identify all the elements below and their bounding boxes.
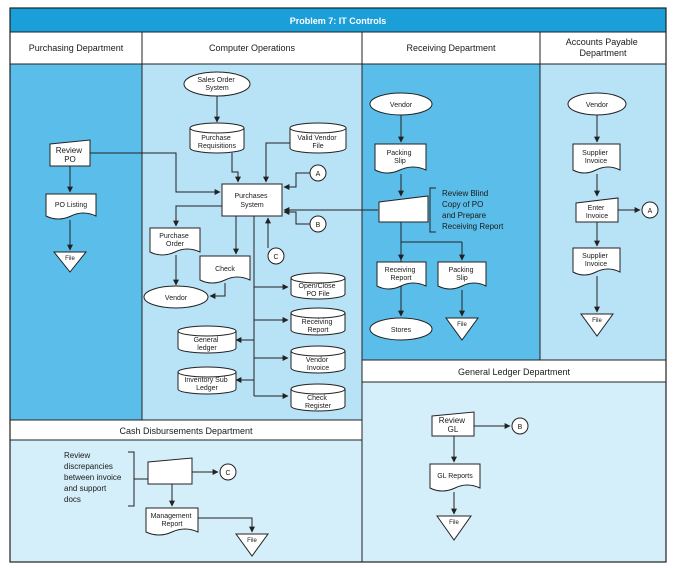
vendor-invoice-file: [290, 345, 346, 374]
dept-purchasing-label: Purchasing Department: [29, 43, 124, 53]
ap-file-label: File: [592, 318, 602, 324]
sales-order-system-label: Sales Order System: [197, 77, 236, 92]
inventory-sub-ledger-file: [177, 366, 237, 395]
outer-frame: [9, 7, 667, 563]
dept-header-row: [9, 31, 667, 65]
purchase-requisitions-file: [189, 122, 245, 154]
review-po-label: Review PO: [56, 146, 84, 164]
dept-gl-label: General Ledger Department: [458, 367, 571, 377]
gl-reports-label: GL Reports: [437, 473, 473, 480]
connector-c-cash-label: C: [225, 470, 230, 477]
review-gl-manual: [431, 411, 475, 437]
connector-c-ops-label: C: [273, 254, 278, 261]
inventory-sub-ledger-label: Inventory Sub Ledger: [184, 377, 229, 392]
packing-slip-document: [374, 143, 427, 174]
check-document: [199, 255, 251, 284]
enter-invoice-label: Enter Invoice: [586, 205, 608, 220]
lane-purchasing-bg: [10, 64, 142, 420]
purchasing-file-label: File: [65, 256, 75, 262]
supplier-invoice-document: [572, 143, 621, 174]
general-ledger-file: [177, 325, 237, 354]
cash-file-storage: [235, 533, 269, 557]
management-report-document: [145, 507, 199, 536]
po-listing-label: PO Listing: [55, 202, 87, 209]
cash-file-label: File: [247, 538, 257, 544]
connector-b-ops-label: B: [316, 222, 321, 229]
connector-c-ops: [267, 247, 285, 265]
ap-file-storage: [580, 313, 614, 337]
check-register-file: [290, 383, 346, 412]
packing-slip-label: Packing Slip: [387, 150, 414, 165]
enter-invoice-manual: [575, 197, 619, 223]
connector-b-gl-label: B: [518, 424, 523, 431]
purchase-requisitions-label: Purchase Requisitions: [198, 135, 237, 150]
valid-vendor-file-label: Valid Vendor File: [297, 135, 338, 150]
review-discrepancies-annotation: Review discrepancies between invoice and…: [64, 451, 124, 504]
dept-receiving-label: Receiving Department: [406, 43, 496, 53]
gl-file-storage: [436, 515, 472, 541]
receiving-file-label: File: [457, 322, 467, 328]
purchases-system-process: [221, 183, 283, 217]
connector-a-ap: [641, 201, 659, 219]
vendor-terminal-ops-label: Vendor: [165, 295, 188, 302]
lane-gl-bg: [362, 382, 666, 562]
gl-reports-document: [429, 463, 481, 492]
review-blind-copy-manual: [378, 195, 429, 223]
open-close-po-label: Open/Close PO File: [299, 283, 338, 298]
purchases-system-label: Purchases System: [234, 193, 269, 209]
supplier-invoice-copy-label: Supplier Invoice: [582, 253, 610, 268]
purchase-order-document: [149, 227, 201, 256]
vendor-terminal-receiving-label: Vendor: [390, 102, 413, 109]
check-label: Check: [215, 266, 235, 273]
connector-c-cash: [219, 463, 237, 481]
purchase-order-label: Purchase Order: [159, 233, 191, 248]
connector-a-ap-label: A: [648, 208, 653, 215]
connector-a-ops-label: A: [316, 171, 321, 178]
receiving-report-file-label: Receiving Report: [302, 319, 335, 334]
review-discrepancies-manual: [147, 457, 193, 485]
receiving-file-storage: [445, 317, 479, 341]
supplier-invoice-copy-document: [572, 247, 621, 276]
supplier-invoice-label: Supplier Invoice: [582, 150, 610, 165]
review-blind-copy-annotation: Review Blind Copy of PO and Prepare Rece…: [442, 189, 504, 231]
po-listing-document: [45, 193, 97, 220]
review-gl-label: Review GL: [439, 416, 467, 434]
check-register-file-label: Check Register: [305, 395, 332, 410]
receiving-report-document: [376, 261, 427, 290]
page-title: Problem 7: IT Controls: [290, 16, 387, 26]
receiving-report-file: [290, 307, 346, 336]
receiving-report-doc-label: Receiving Report: [385, 267, 418, 282]
vendor-invoice-file-label: Vendor Invoice: [306, 357, 330, 372]
management-report-label: Management Report: [151, 513, 194, 528]
dept-computer-ops-label: Computer Operations: [209, 43, 296, 53]
vendor-terminal-ops: [143, 285, 209, 309]
connector-b-gl: [511, 417, 529, 435]
review-po-manual: [49, 139, 91, 167]
valid-vendor-file: [289, 122, 347, 154]
gl-file-label: File: [449, 520, 459, 526]
purchasing-file-storage: [52, 251, 88, 273]
sales-order-system-terminal: [183, 71, 251, 97]
vendor-terminal-ap-label: Vendor: [586, 102, 609, 109]
general-ledger-label: General ledger: [194, 337, 221, 352]
packing-slip-copy-document: [437, 261, 487, 290]
open-close-po-file: [290, 272, 346, 300]
dept-ap-label: Accounts Payable Department: [566, 37, 641, 58]
stores-terminal: [369, 317, 433, 341]
dept-cash-label: Cash Disbursements Department: [119, 426, 253, 436]
stores-label: Stores: [391, 327, 412, 334]
packing-slip-copy-label: Packing Slip: [449, 267, 476, 282]
annotation-bracket: [429, 187, 436, 233]
